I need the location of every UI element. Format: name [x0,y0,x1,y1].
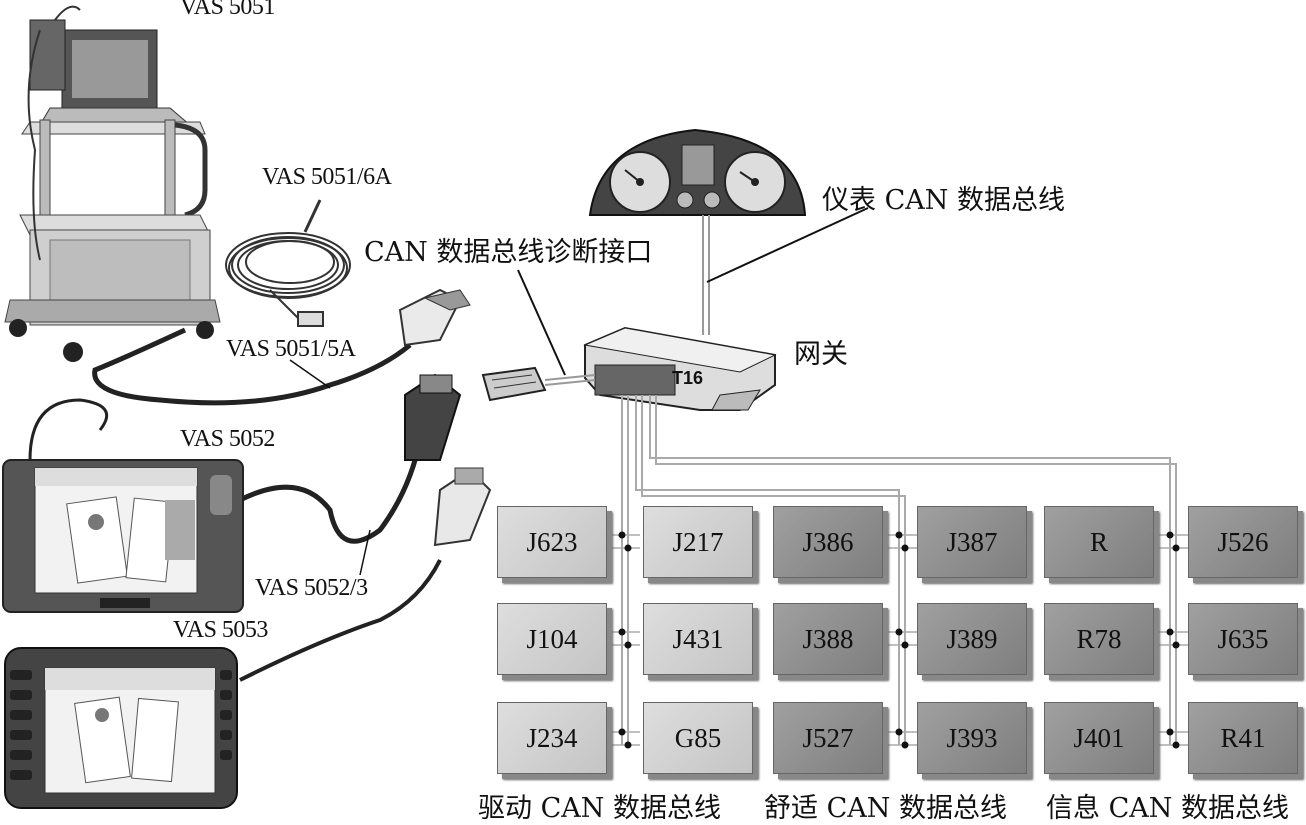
module-j388: J388 [773,603,883,675]
module-g85: G85 [643,702,753,774]
module-j393: J393 [917,702,1027,774]
module-j623: J623 [497,506,607,578]
info-bus-caption: 信息 CAN 数据总线 [1046,793,1289,824]
instrument-bus-label: 仪表 CAN 数据总线 [822,185,1065,216]
vas5052-3-cable-icon [238,373,462,544]
vas5053-cable-icon [239,467,492,682]
module-r78: R78 [1044,603,1154,675]
module-j527: J527 [773,702,883,774]
module-j431: J431 [643,603,753,675]
module-r: R [1044,506,1154,578]
vas5053-tablet-icon [4,647,238,809]
module-j526: J526 [1188,506,1298,578]
module-j387: J387 [917,506,1027,578]
drive-bus-caption: 驱动 CAN 数据总线 [478,793,721,824]
module-j386: J386 [773,506,883,578]
module-j389: J389 [917,603,1027,675]
vas5052-tablet-icon [2,398,244,613]
diag-connector-icon [481,366,547,402]
gateway-icon [583,326,777,411]
vas5052-label: VAS 5052 [180,426,275,452]
instrument-cluster-icon [588,128,807,216]
vas5051-5a-cable-icon [92,288,471,406]
vas5051-5a-label: VAS 5051/5A [226,336,356,362]
vas5051-6a-label: VAS 5051/6A [262,164,392,190]
diag-interface-label: CAN 数据总线诊断接口 [364,237,653,268]
module-j401: J401 [1044,702,1154,774]
gateway-connector-label: T16 [672,368,704,388]
vas5051-cart-icon [4,5,221,362]
bus-junction-dots [618,531,1180,749]
module-j217: J217 [643,506,753,578]
comfort-bus-caption: 舒适 CAN 数据总线 [764,793,1007,824]
module-j234: J234 [497,702,607,774]
gateway-label: 网关 [794,339,848,370]
vas5051-6a-cable-icon [225,199,351,327]
vas5051-label: VAS 5051 [180,0,275,20]
module-j104: J104 [497,603,607,675]
vas5052-3-label: VAS 5052/3 [255,575,368,601]
vas5053-label: VAS 5053 [173,617,268,643]
module-r41: R41 [1188,702,1298,774]
module-j635: J635 [1188,603,1298,675]
